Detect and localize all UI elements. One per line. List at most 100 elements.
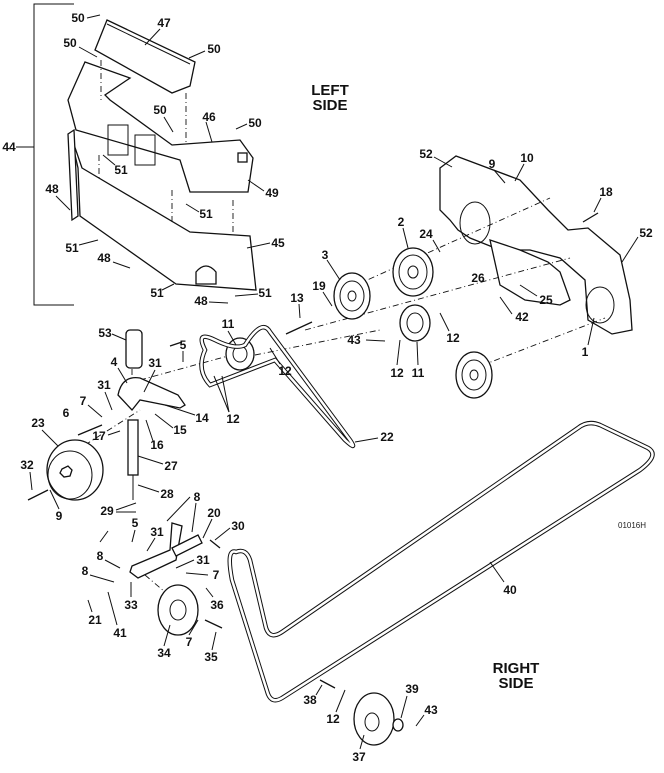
right-side-label-line1: RIGHT	[492, 660, 540, 677]
part-callout-11: 11	[411, 366, 425, 380]
part-callout-2: 2	[397, 215, 405, 229]
idler-arm-4	[117, 376, 186, 411]
part-callout-45: 45	[271, 236, 285, 250]
part-callout-3: 3	[321, 248, 329, 262]
pulley-3-lower	[455, 351, 493, 399]
right-side-label: RIGHT SIDE	[493, 661, 540, 691]
part-callout-53: 53	[98, 326, 112, 340]
spring-27	[127, 419, 139, 500]
part-callout-32: 32	[20, 458, 34, 472]
belt-22	[199, 325, 356, 449]
part-callout-51: 51	[114, 163, 128, 177]
part-callout-16: 16	[150, 438, 164, 452]
part-callout-51: 51	[199, 207, 213, 221]
part-callout-43: 43	[424, 703, 438, 717]
part-callout-52: 52	[419, 147, 433, 161]
part-callout-51: 51	[258, 286, 272, 300]
part-callout-31: 31	[150, 525, 164, 539]
part-callout-50: 50	[63, 36, 77, 50]
part-callout-13: 13	[290, 291, 304, 305]
idler-pulley-34	[157, 584, 199, 636]
part-callout-14: 14	[195, 411, 209, 425]
part-callout-37: 37	[352, 750, 366, 764]
pulley-11-left	[225, 337, 255, 371]
cover-dashed-guides	[98, 60, 234, 232]
shroud-46	[67, 61, 254, 193]
part-callout-50: 50	[153, 103, 167, 117]
part-callout-52: 52	[639, 226, 653, 240]
part-callout-48: 48	[97, 251, 111, 265]
part-callout-21: 21	[88, 613, 102, 627]
part-callout-51: 51	[150, 286, 164, 300]
part-callout-10: 10	[520, 151, 534, 165]
part-callout-31: 31	[148, 356, 162, 370]
pulley-3-upper	[333, 272, 371, 320]
part-callout-15: 15	[173, 423, 187, 437]
part-callout-28: 28	[160, 487, 174, 501]
part-callout-50: 50	[248, 116, 262, 130]
cover-47	[94, 19, 196, 94]
part-callout-39: 39	[405, 682, 419, 696]
part-callout-1: 1	[581, 345, 589, 359]
part-callout-17: 17	[92, 429, 106, 443]
part-callout-51: 51	[65, 241, 79, 255]
part-callout-48: 48	[45, 182, 59, 196]
spring-20	[171, 534, 203, 557]
part-callout-42: 42	[515, 310, 529, 324]
part-callout-44: 44	[2, 140, 16, 154]
part-callout-40: 40	[503, 583, 517, 597]
spacer-53	[125, 329, 143, 369]
left-side-label: LEFT SIDE	[311, 83, 349, 113]
part-callout-43: 43	[347, 333, 361, 347]
part-callout-35: 35	[204, 650, 218, 664]
idler-arm-33	[129, 522, 183, 579]
part-callout-5: 5	[131, 516, 139, 530]
part-callout-29: 29	[100, 504, 114, 518]
part-callout-46: 46	[202, 110, 216, 124]
part-callout-31: 31	[196, 553, 210, 567]
shroud-45	[67, 128, 257, 291]
part-callout-12: 12	[446, 331, 460, 345]
part-callout-36: 36	[210, 598, 224, 612]
part-callout-4: 4	[110, 355, 118, 369]
part-callout-34: 34	[157, 646, 171, 660]
part-callout-9: 9	[55, 509, 63, 523]
part-callout-8: 8	[81, 564, 89, 578]
part-callout-48: 48	[194, 294, 208, 308]
part-callout-41: 41	[113, 626, 127, 640]
part-callout-11: 11	[221, 317, 235, 331]
clutch-23	[46, 439, 104, 501]
right-side-label-line2: SIDE	[498, 675, 534, 692]
part-callout-6: 6	[62, 406, 70, 420]
part-callout-31: 31	[97, 378, 111, 392]
part-callout-12: 12	[326, 712, 340, 726]
part-callout-26: 26	[471, 271, 485, 285]
part-callout-12: 12	[226, 412, 240, 426]
part-callout-22: 22	[380, 430, 394, 444]
part-callout-12: 12	[278, 364, 292, 378]
part-callout-25: 25	[539, 293, 553, 307]
part-callout-23: 23	[31, 416, 45, 430]
part-callout-50: 50	[207, 42, 221, 56]
belt-40	[227, 420, 655, 703]
part-callout-30: 30	[231, 519, 245, 533]
part-callout-9: 9	[488, 157, 496, 171]
part-callout-24: 24	[419, 227, 433, 241]
part-callout-8: 8	[193, 490, 201, 504]
part-callout-38: 38	[303, 693, 317, 707]
pulley-11-right	[399, 304, 431, 342]
figure-id: 01016H	[618, 521, 647, 530]
part-callout-8: 8	[96, 549, 104, 563]
part-callout-12: 12	[390, 366, 404, 380]
part-callout-33: 33	[124, 598, 138, 612]
leader-lines	[29, 14, 639, 750]
left-side-label-line2: SIDE	[312, 97, 348, 114]
mounting-plate-1	[439, 155, 633, 335]
part-callout-19: 19	[312, 279, 326, 293]
bolts	[27, 212, 599, 689]
part-callout-7: 7	[79, 394, 87, 408]
part-callout-7: 7	[185, 635, 193, 649]
washer-39	[392, 718, 404, 732]
